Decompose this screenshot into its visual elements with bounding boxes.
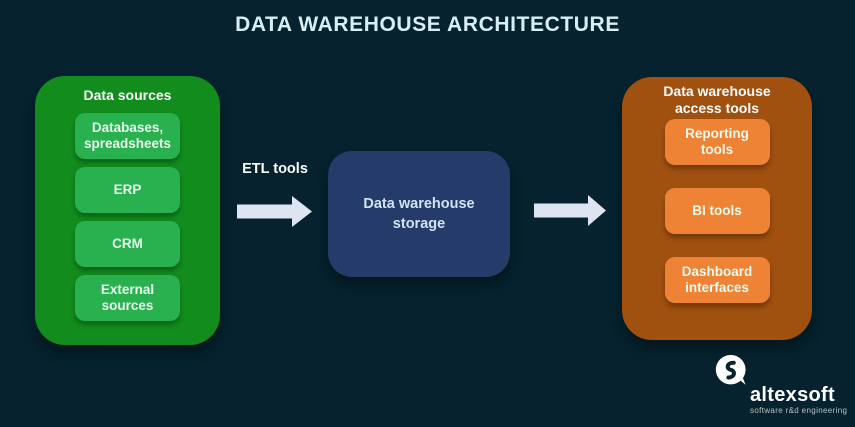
right-arrow-icon [534, 195, 606, 226]
altexsoft-speech-bubble-icon [715, 354, 746, 385]
access-tools-panel: Data warehouse access tools Reporting to… [622, 77, 812, 340]
right-arrow-icon [237, 196, 312, 227]
etl-tools-label: ETL tools [242, 161, 308, 177]
access-tools-items: Reporting tools BI tools Dashboard inter… [622, 119, 812, 303]
altexsoft-logo: altexsoft software r&d engineering [714, 354, 848, 416]
node-erp: ERP [75, 167, 180, 213]
node-dashboard-interfaces: Dashboard interfaces [664, 257, 770, 303]
node-databases-spreadsheets: Databases, spreadsheets [75, 113, 180, 159]
diagram-title: DATA WAREHOUSE ARCHITECTURE [235, 13, 620, 36]
node-bi-tools: BI tools [664, 188, 770, 234]
data-sources-panel: Data sources Databases, spreadsheets ERP… [35, 76, 220, 345]
data-sources-items: Databases, spreadsheets ERP CRM External… [35, 113, 220, 321]
node-crm: CRM [75, 221, 180, 267]
logo-tagline: software r&d engineering [750, 406, 848, 415]
node-external-sources: External sources [75, 275, 180, 321]
storage-box: Data warehouse storage [328, 151, 510, 277]
logo-wordmark: altexsoft [750, 384, 835, 406]
data-sources-panel-title: Data sources [83, 87, 172, 103]
node-reporting-tools: Reporting tools [664, 119, 770, 165]
access-tools-panel-title: Data warehouse access tools [663, 83, 771, 116]
storage-box-label: Data warehouse storage [363, 196, 475, 232]
